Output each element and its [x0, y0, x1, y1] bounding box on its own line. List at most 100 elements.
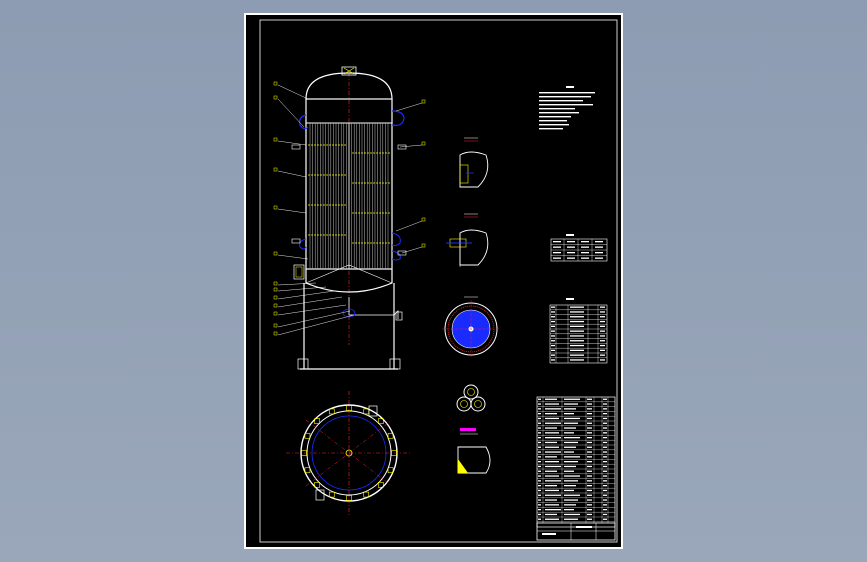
bottom-head: [305, 269, 393, 293]
leader-line: [277, 208, 307, 214]
cell-text: [551, 349, 555, 351]
design-data-table: [550, 234, 608, 262]
cell-text: [603, 499, 607, 501]
cell-text: [600, 344, 605, 347]
cell-text: [538, 480, 541, 482]
cell-text: [587, 509, 592, 511]
cell-text: [603, 427, 607, 429]
cell-text: [545, 427, 557, 429]
nozzle-mid-right: [391, 232, 401, 247]
cell-text: [587, 408, 592, 410]
cell-text: [545, 408, 561, 410]
cell-text: [545, 509, 561, 511]
cell-text: [538, 513, 541, 516]
detail-1-shape: [459, 151, 489, 188]
cell-text: [603, 451, 607, 453]
leader-lines-left: [273, 81, 355, 336]
cell-text: [538, 408, 541, 410]
cell-text: [603, 432, 607, 434]
cell-text: [587, 489, 592, 492]
cell-text: [551, 306, 555, 308]
cell-text: [551, 359, 555, 361]
cell-text: [567, 252, 575, 254]
cell-text: [545, 465, 561, 468]
leader-line: [277, 170, 307, 178]
leader-tag: [273, 205, 278, 210]
cell-text: [603, 403, 607, 405]
cell-text: [587, 485, 592, 487]
cell-text: [551, 316, 555, 318]
cell-text: [603, 461, 607, 463]
cell-text: [603, 480, 607, 482]
cell-text: [545, 475, 559, 477]
detail-4-tube-cluster: [456, 384, 486, 412]
plan-lug: [378, 482, 384, 488]
cell-text: [603, 489, 607, 492]
cell-text: [567, 241, 575, 243]
manhole-lower-inner: [295, 266, 303, 278]
cell-text: [564, 475, 580, 477]
leader-line: [395, 220, 423, 232]
note-line: [539, 108, 575, 110]
note-line: [539, 116, 571, 118]
cell-text: [564, 509, 574, 511]
leader-line: [277, 310, 351, 328]
leader-line: [277, 290, 335, 300]
cell-text: [553, 246, 561, 248]
cell-text: [603, 485, 607, 487]
cell-text: [600, 311, 605, 313]
cell-text: [545, 518, 559, 520]
cell-text: [587, 480, 592, 482]
cell-text: [545, 499, 557, 501]
cell-text: [545, 403, 559, 405]
main-elevation-view: [273, 66, 426, 370]
cell-text: [587, 451, 592, 453]
cell-text: [538, 441, 541, 444]
cell-text: [564, 417, 580, 420]
note-line: [539, 92, 595, 94]
plan-lug: [363, 491, 370, 498]
bottom-outlet-bend: [342, 308, 356, 318]
leader-line: [277, 98, 305, 128]
cell-text: [545, 480, 561, 482]
cell-text: [567, 246, 575, 248]
note-line: [539, 96, 591, 98]
cell-text: [538, 451, 541, 453]
leader-line: [395, 102, 423, 112]
cell-text: [587, 465, 592, 468]
detail-5: [457, 428, 491, 474]
note-line: [539, 112, 579, 114]
cell-text: [600, 325, 605, 327]
cell-text: [587, 494, 592, 496]
cell-text: [553, 252, 561, 254]
cell-text: [603, 437, 607, 439]
plan-center-nozzle: [345, 449, 353, 457]
cell-text: [538, 417, 541, 420]
cell-text: [603, 465, 607, 468]
cell-text: [564, 432, 574, 434]
leader-tag: [421, 141, 426, 146]
cell-text: [545, 451, 561, 453]
cell-text: [538, 509, 541, 511]
foot-right: [389, 358, 401, 370]
cell-text: [603, 456, 607, 458]
cell-text: [564, 518, 578, 520]
cell-text: [538, 446, 541, 448]
cell-text: [551, 330, 555, 332]
leader-line: [399, 144, 423, 148]
cell-text: [564, 422, 578, 424]
cell-text: [538, 422, 541, 424]
leader-line: [277, 286, 327, 292]
detail-2: [446, 213, 489, 267]
leader-lines-right: [395, 99, 426, 254]
cell-text: [587, 427, 592, 429]
cell-text: [538, 427, 541, 429]
cell-text: [538, 518, 541, 520]
cell-text: [603, 446, 607, 448]
cell-text: [538, 398, 541, 400]
cell-text: [587, 499, 592, 501]
cell-text: [564, 446, 576, 448]
cell-text: [581, 241, 589, 243]
detail-3-ring: [442, 296, 500, 358]
cell-text: [587, 513, 592, 516]
